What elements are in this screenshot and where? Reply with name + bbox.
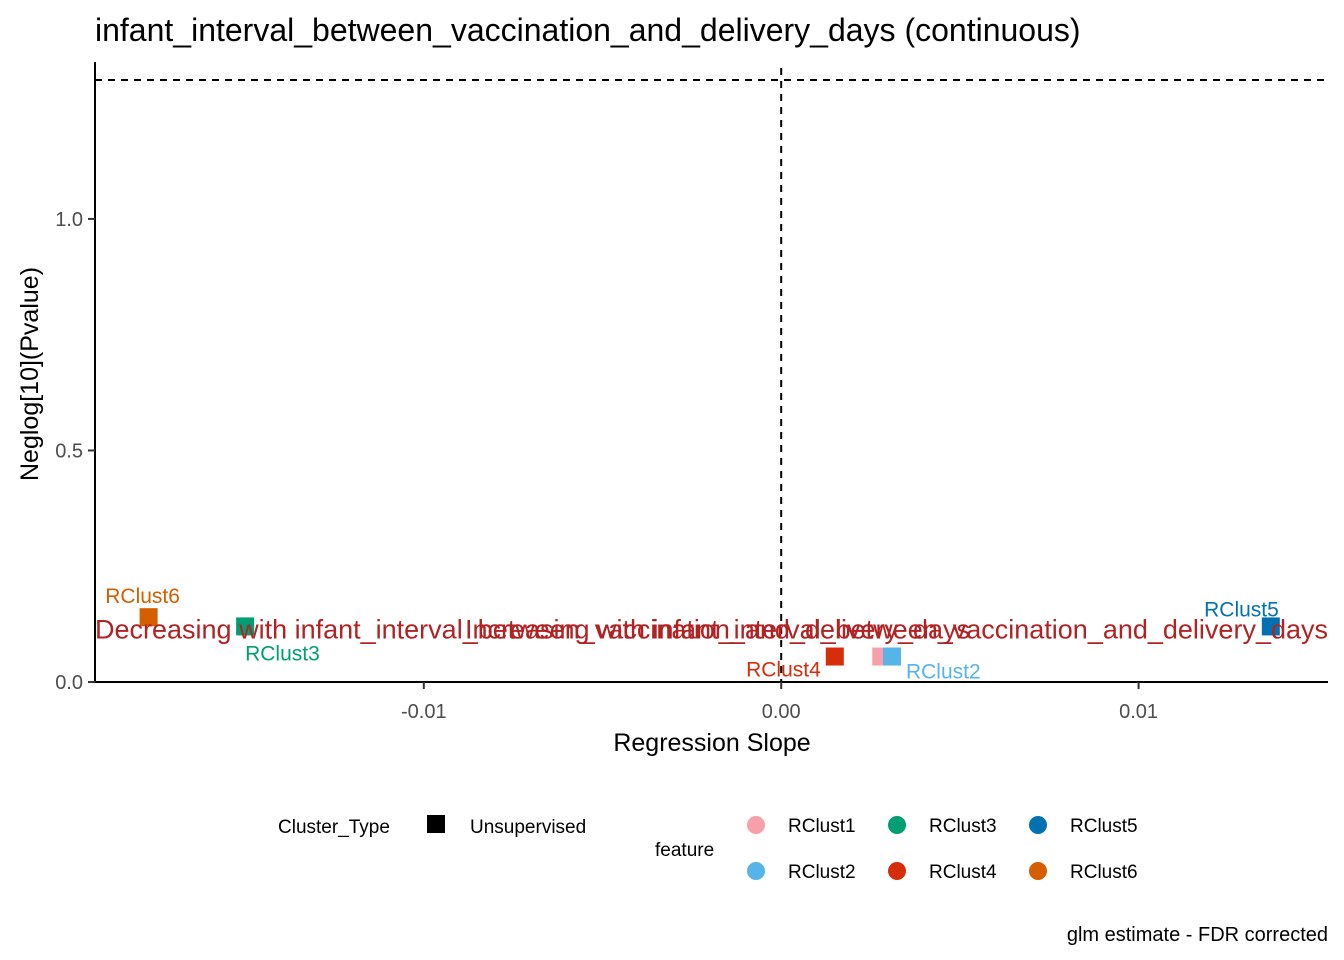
legend-label-rclust3: RClust3: [929, 816, 997, 837]
x-axis-label: Regression Slope: [613, 729, 810, 757]
data-points: Decreasing with infant_interval_between_…: [95, 585, 1328, 683]
legend-label-rclust6: RClust6: [1070, 862, 1138, 883]
y-tick-label: 1.0: [55, 209, 83, 231]
legend-key-rclust3: [888, 816, 906, 834]
plot-area: [95, 68, 1328, 682]
legend-shape-title: Cluster_Type: [278, 817, 390, 838]
point-label-rclust6: RClust6: [105, 585, 180, 608]
axes: -0.01 0.00 0.01 0.0 0.5 1.0: [55, 62, 1328, 723]
legend-key-rclust1: [747, 816, 765, 834]
chart-title: infant_interval_between_vaccination_and_…: [95, 12, 1081, 48]
legend-shape-key: [427, 815, 445, 833]
point-label-rclust5: RClust5: [1204, 598, 1279, 621]
legend-key-rclust2: [747, 862, 765, 880]
legend-key-rclust5: [1029, 816, 1047, 834]
x-tick-label: 0.01: [1119, 701, 1158, 723]
point-rclust4: [825, 647, 844, 666]
point-rclust5: [1261, 617, 1280, 636]
point-label-rclust4: RClust4: [746, 659, 821, 682]
legend-shape-label: Unsupervised: [470, 817, 586, 838]
y-tick-label: 0.0: [55, 672, 83, 694]
y-tick-label: 0.5: [55, 440, 83, 462]
legend-label-rclust2: RClust2: [788, 862, 856, 883]
point-label-rclust2: RClust2: [906, 661, 981, 684]
legend-key-rclust4: [888, 862, 906, 880]
annotation-decreasing: Decreasing with infant_interval_between_…: [95, 615, 970, 645]
chart-caption: glm estimate - FDR corrected: [1067, 924, 1328, 946]
annotation-increasing: Increasing with infant_interval_between_…: [465, 615, 1328, 645]
legend-label-rclust4: RClust4: [929, 862, 997, 883]
legend: Cluster_Type Unsupervised feature RClust…: [278, 815, 1138, 883]
point-rclust6: [139, 608, 158, 627]
point-rclust3: [236, 617, 255, 636]
x-tick-label: -0.01: [401, 701, 447, 723]
legend-color-title: feature: [655, 840, 714, 861]
legend-label-rclust1: RClust1: [788, 816, 856, 837]
y-axis-label: Neglog[10](Pvalue): [16, 267, 44, 481]
x-tick-label: 0.00: [762, 701, 801, 723]
legend-label-rclust5: RClust5: [1070, 816, 1138, 837]
point-label-rclust3: RClust3: [245, 642, 320, 665]
legend-key-rclust6: [1029, 862, 1047, 880]
point-rclust2: [882, 647, 901, 666]
